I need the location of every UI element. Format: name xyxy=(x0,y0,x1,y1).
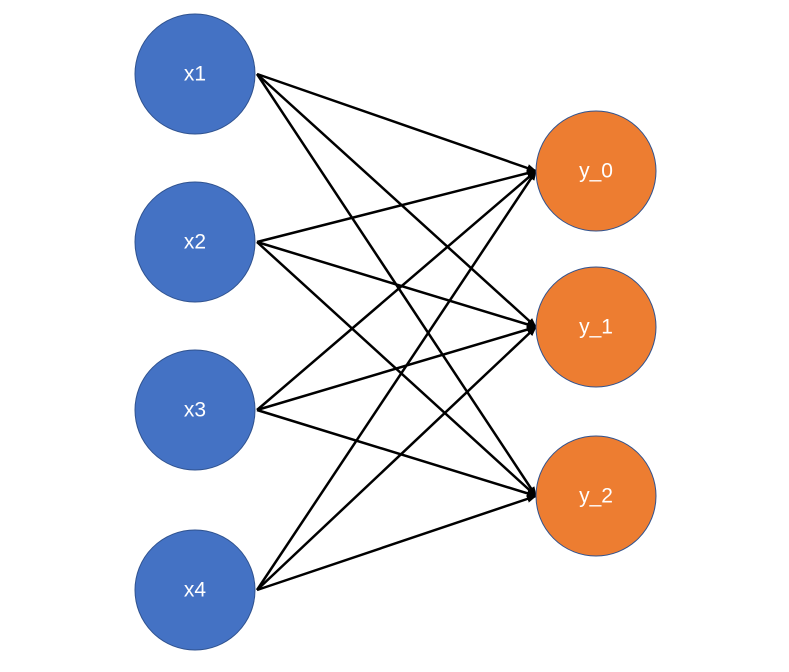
output-node-circle xyxy=(535,110,657,232)
edge-x1-to-y_0 xyxy=(256,72,537,173)
edge-x3-to-y_0 xyxy=(256,170,537,411)
output-node-circle xyxy=(535,435,657,557)
edge-x4-to-y_2 xyxy=(256,494,537,592)
edge-x2-to-y_1 xyxy=(256,240,537,329)
output-node-label: y_2 xyxy=(579,485,613,508)
input-layer: x1 x2 x3 x4 xyxy=(134,13,256,651)
input-node-x1: x1 xyxy=(134,13,256,135)
edge-x3-to-y_2 xyxy=(256,408,537,498)
input-node-circle xyxy=(134,349,256,471)
output-node-y1: y_1 xyxy=(535,266,657,388)
input-node-label: x2 xyxy=(184,231,206,254)
input-node-circle xyxy=(134,13,256,135)
output-layer: y_0 y_1 y_2 xyxy=(535,110,657,557)
input-node-x2: x2 xyxy=(134,181,256,303)
output-node-label: y_1 xyxy=(579,316,613,339)
output-node-y0: y_0 xyxy=(535,110,657,232)
output-node-circle xyxy=(535,266,657,388)
edge-x4-to-y_0 xyxy=(255,170,538,591)
input-node-x3: x3 xyxy=(134,349,256,471)
edge-x4-to-y_1 xyxy=(256,326,537,591)
output-node-y2: y_2 xyxy=(535,435,657,557)
edge-x3-to-y_1 xyxy=(256,325,537,412)
input-node-label: x4 xyxy=(184,579,207,602)
output-node-label: y_0 xyxy=(579,160,613,183)
input-node-circle xyxy=(134,181,256,303)
edge-x1-to-y_1 xyxy=(256,73,537,328)
input-node-x4: x4 xyxy=(134,529,256,651)
input-node-label: x1 xyxy=(184,63,206,86)
input-node-circle xyxy=(134,529,256,651)
edges xyxy=(255,72,538,592)
edge-x2-to-y_0 xyxy=(256,169,537,244)
input-node-label: x3 xyxy=(184,399,206,422)
